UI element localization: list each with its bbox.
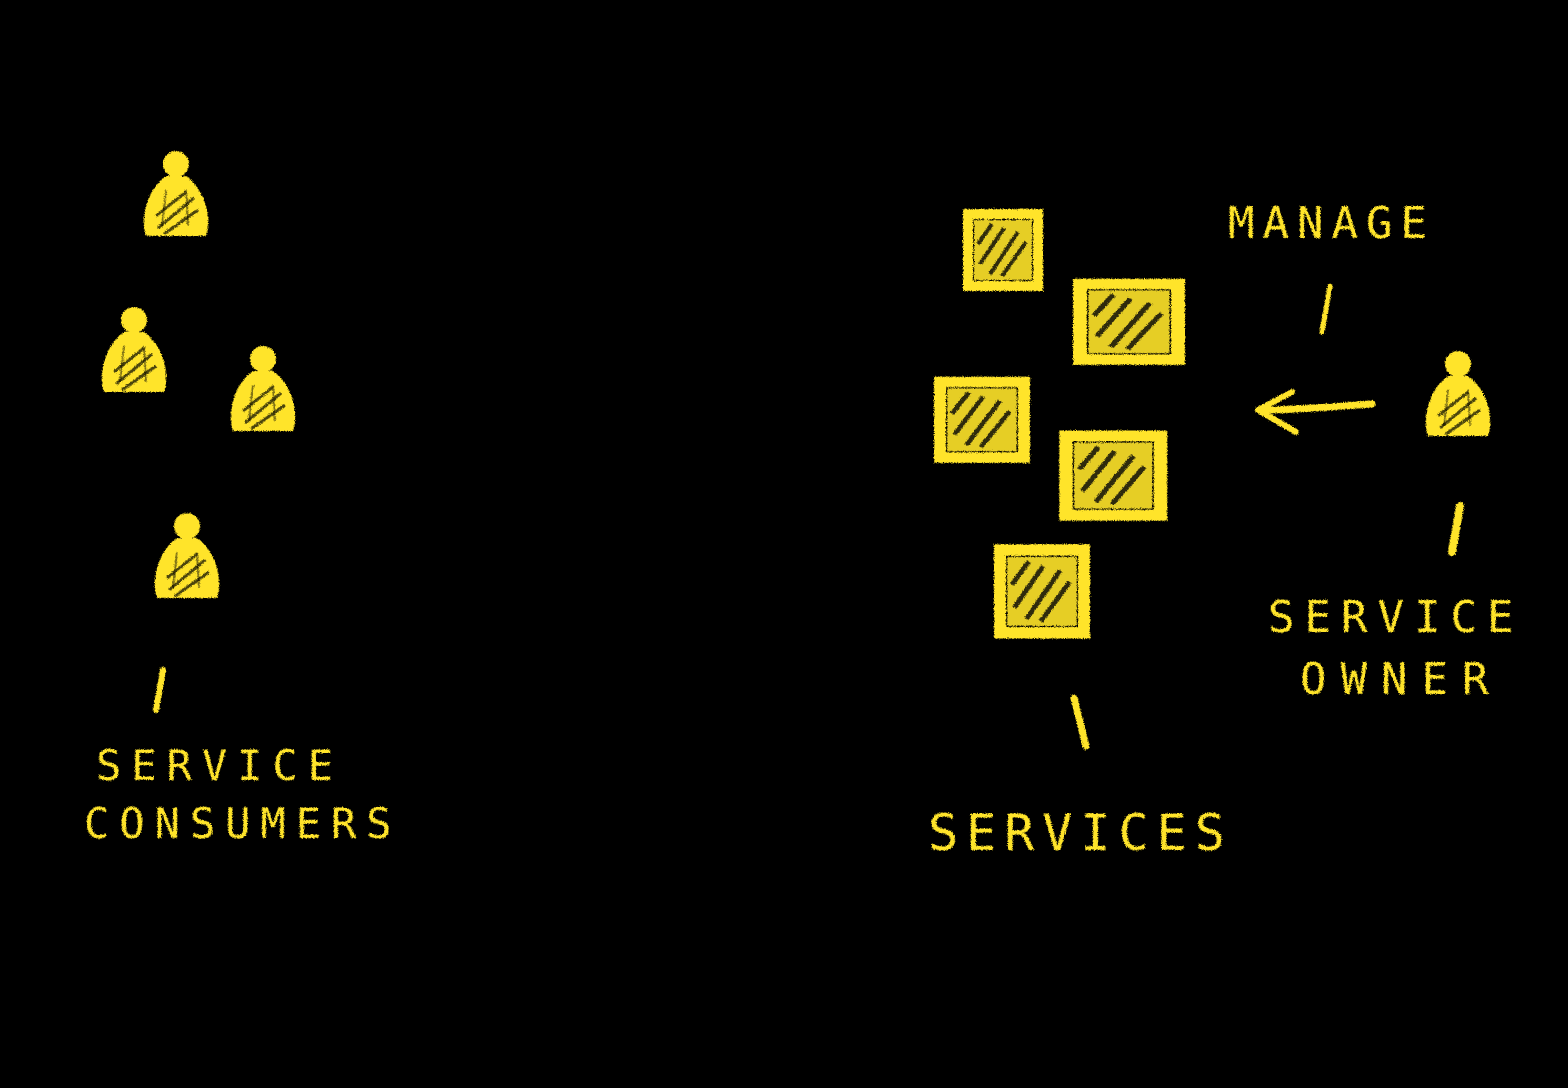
service-box-icon (1066, 436, 1161, 515)
service-box-icon (968, 214, 1038, 286)
manage-connector-line (1319, 283, 1333, 335)
services-connector-line (1070, 694, 1090, 750)
service-box-icon (1080, 284, 1178, 360)
services-label: SERVICES (928, 804, 1233, 862)
consumers-connector-line (153, 667, 166, 713)
arrow-left-icon (1255, 389, 1376, 435)
service-box-icon (940, 382, 1024, 458)
consumer-person-icon (142, 149, 210, 238)
consumer-person-icon (153, 511, 221, 600)
consumers-label-line2: CONSUMERS (84, 799, 402, 848)
service-box-icon (1000, 550, 1084, 633)
manage-label: MANAGE (1228, 198, 1435, 249)
consumer-person-icon (100, 305, 168, 394)
owner-label-line1: SERVICE (1268, 592, 1523, 643)
owner-connector-line (1448, 502, 1464, 556)
consumers-label-line1: SERVICE (96, 741, 343, 790)
owner-person-icon (1424, 349, 1492, 438)
owner-label-line2: OWNER (1300, 654, 1502, 705)
consumer-person-icon (229, 344, 297, 433)
